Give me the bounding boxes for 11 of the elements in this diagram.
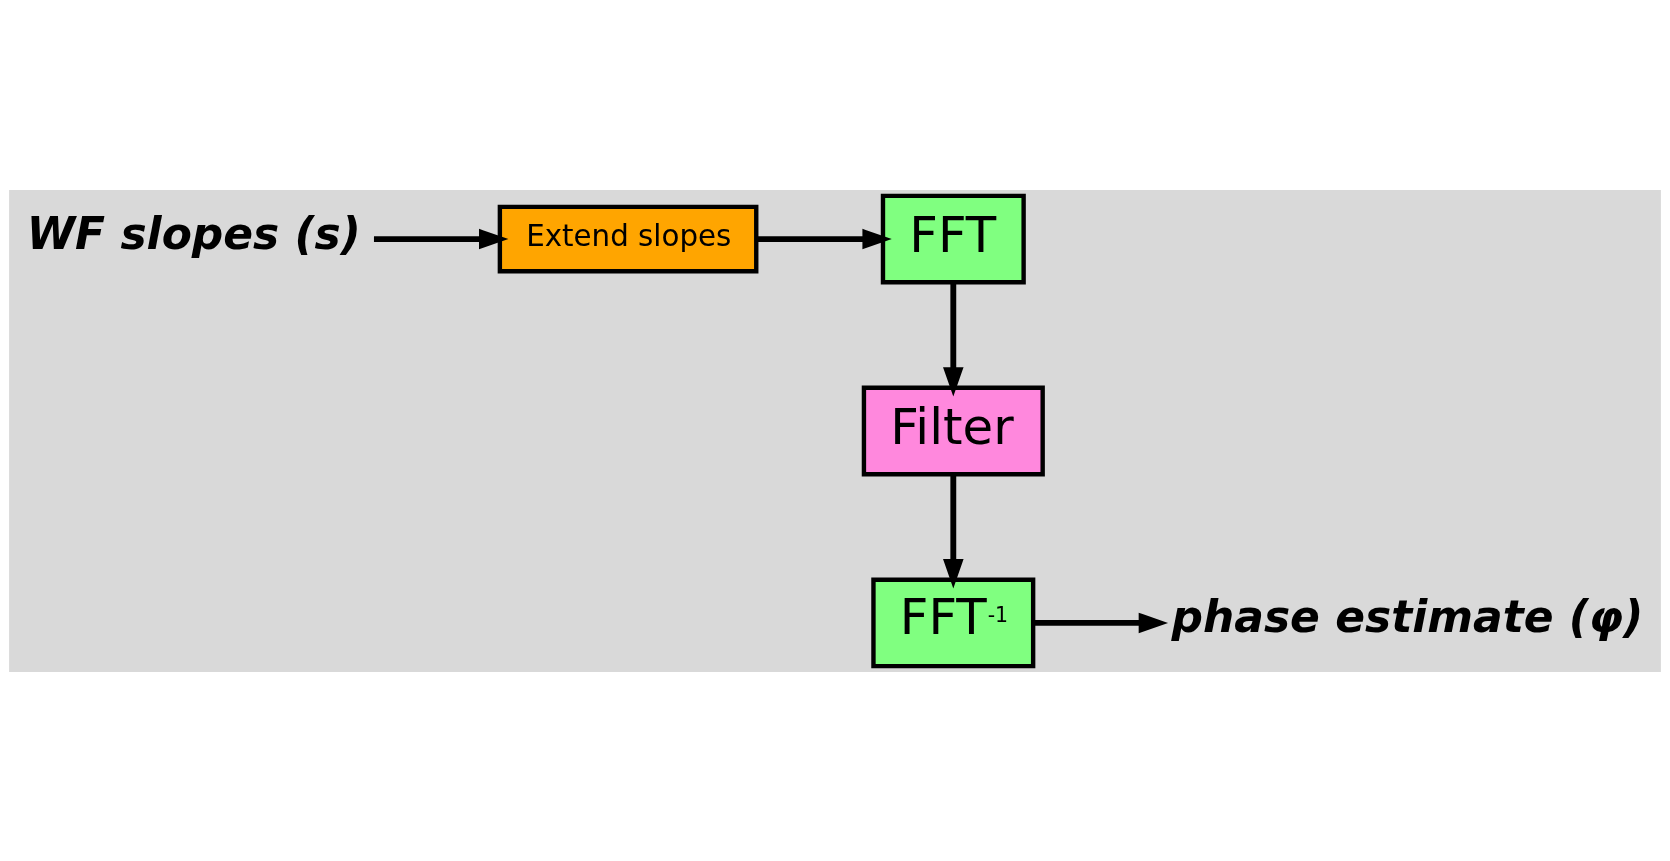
node-box: FFT$^{-1}$ bbox=[871, 577, 1036, 668]
node-text: phase estimate (φ) bbox=[1171, 590, 1644, 642]
node-box: Extend slopes bbox=[497, 204, 759, 273]
arrow bbox=[943, 282, 964, 397]
arrow bbox=[756, 228, 892, 249]
arrow bbox=[373, 228, 509, 249]
arrow bbox=[1033, 612, 1169, 633]
arrow bbox=[943, 473, 964, 588]
node-text: WF slopes (s) bbox=[26, 207, 361, 259]
node-box: FFT bbox=[880, 193, 1026, 284]
node-box: Filter bbox=[861, 385, 1045, 476]
